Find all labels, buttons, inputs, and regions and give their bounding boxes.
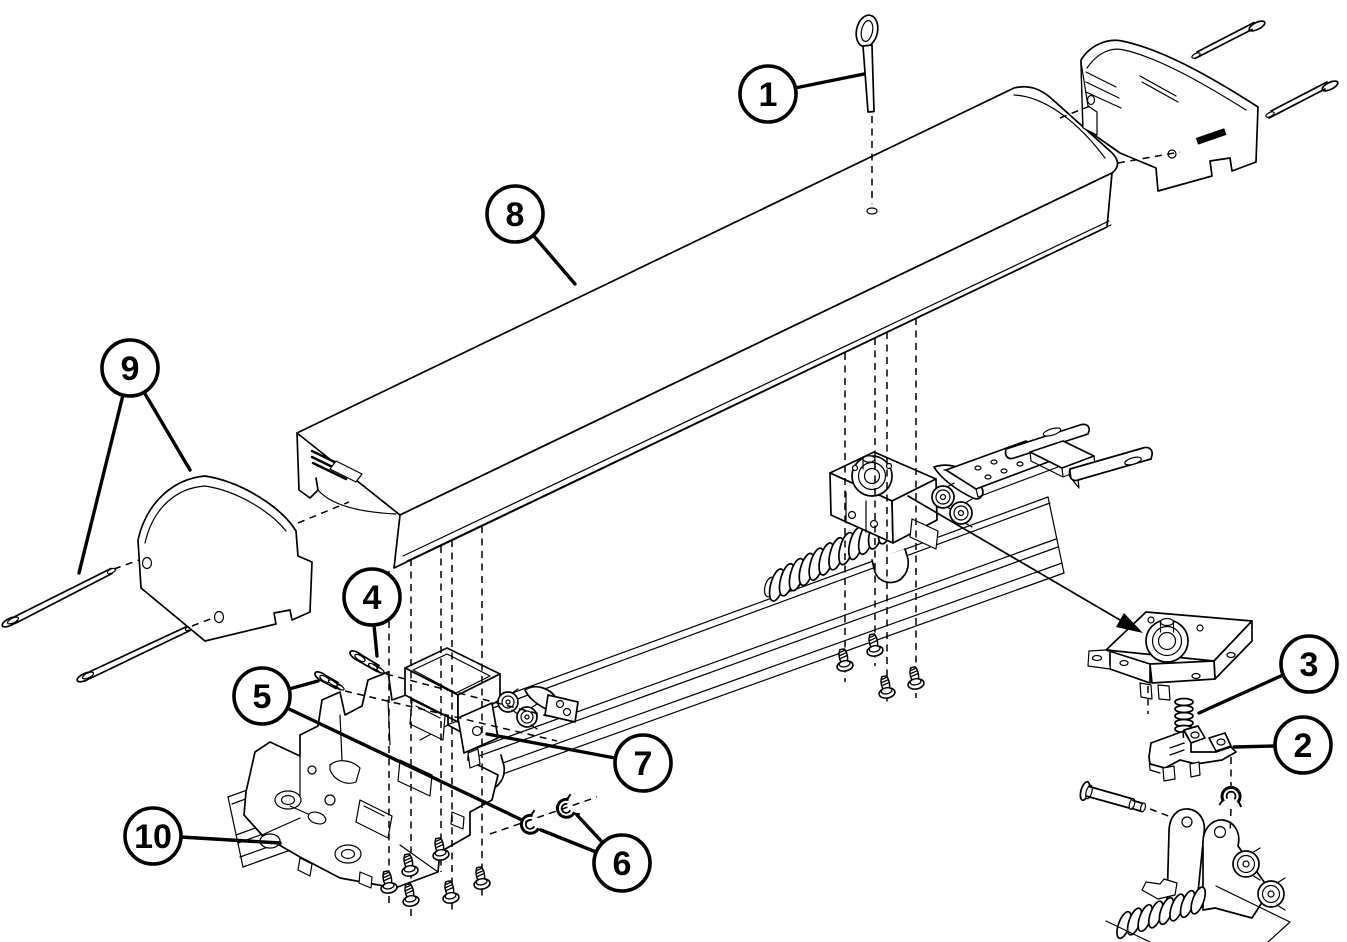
pivot-block (1087, 611, 1253, 701)
carriage-roller (497, 688, 519, 715)
callout-8: 8 (485, 184, 545, 244)
e-clips (516, 784, 1245, 840)
callout-5: 5 (232, 666, 292, 726)
rail-clip-cutout (871, 548, 910, 584)
clevis-pin (1079, 780, 1147, 813)
callout-3: 3 (1279, 634, 1339, 694)
callout-1: 1 (738, 64, 798, 124)
mounting-tab (1004, 423, 1090, 460)
callout-5-label: 5 (253, 678, 272, 716)
cover-end-profile (296, 432, 397, 515)
cap-screw-hole (141, 556, 153, 570)
detail-view (1079, 611, 1291, 942)
callout-7-label: 7 (634, 745, 653, 783)
left-end-cap (1, 475, 313, 683)
cap-screw-hole (213, 610, 225, 624)
callout-6: 6 (592, 833, 652, 893)
mounting-tab (1068, 446, 1153, 489)
latch-bracket (1148, 725, 1237, 782)
cover-pin-hole (866, 207, 878, 215)
carriage-roller (931, 482, 955, 512)
spindle-boss (851, 455, 893, 497)
callout-9: 9 (100, 338, 160, 398)
detail-arrow (907, 495, 1143, 633)
cap-screw (76, 624, 195, 683)
construction-lines (113, 105, 1232, 917)
carriage-roller (949, 498, 973, 528)
callout-10: 10 (123, 806, 183, 866)
callouts: 1 2 3 4 5 6 7 8 9 10 (100, 64, 1339, 893)
callout-3-label: 3 (1300, 646, 1319, 684)
cap-screw-hole (1086, 94, 1096, 106)
shoulder-pin (349, 650, 385, 674)
callout-6-label: 6 (613, 845, 632, 883)
callout-8-label: 8 (506, 196, 525, 234)
retaining-eye-pin (855, 14, 879, 113)
cover-profile (296, 85, 1119, 569)
guide-plate (457, 702, 499, 769)
linkage-arms (1141, 808, 1286, 919)
carriage-roller (516, 703, 538, 730)
detail-coil-spring (1116, 886, 1207, 940)
callout-10-label: 10 (134, 818, 172, 856)
cap-screw (1, 567, 117, 628)
brand-label-bar (1195, 128, 1227, 145)
callout-7: 7 (613, 733, 673, 793)
callout-9-label: 9 (121, 350, 140, 388)
callout-4: 4 (342, 567, 402, 627)
left-carriage-assembly (404, 647, 579, 769)
compression-spring (1174, 697, 1194, 734)
callout-2: 2 (1273, 715, 1333, 775)
right-end-cap (1080, 20, 1339, 192)
callout-leaders (77, 72, 1285, 854)
right-carriage-assembly (829, 423, 1153, 550)
carriage-end-plate (544, 694, 579, 723)
cap-screw (1265, 80, 1339, 119)
callout-2-label: 2 (1294, 727, 1313, 765)
shoulder-screw (314, 671, 345, 691)
callout-1-label: 1 (759, 76, 778, 114)
cap-screw (1191, 20, 1266, 60)
callout-4-label: 4 (363, 579, 382, 617)
main-coil-spring (763, 510, 895, 602)
